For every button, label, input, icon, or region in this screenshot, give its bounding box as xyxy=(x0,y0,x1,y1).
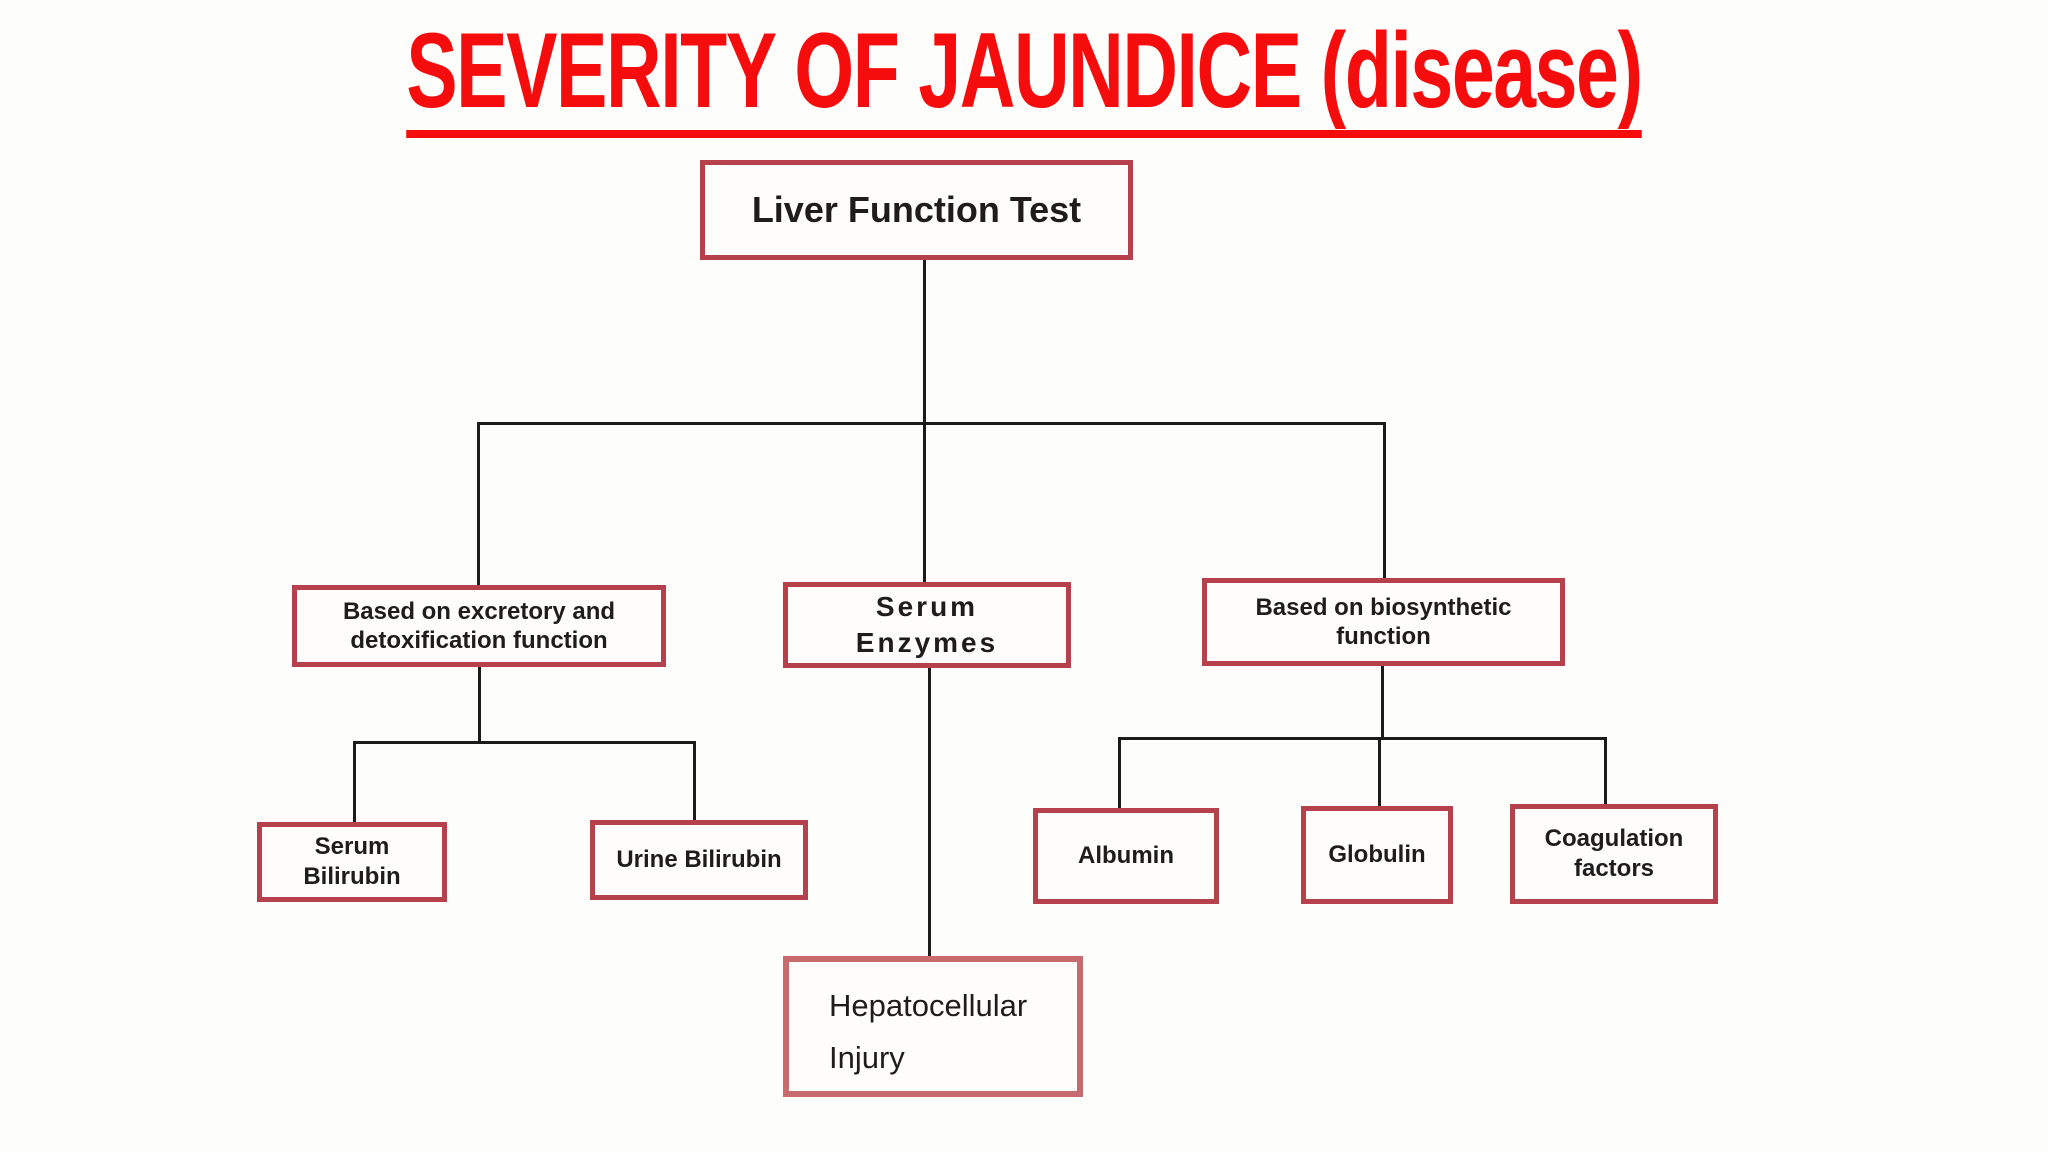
connector-drop-urine-bilirubin xyxy=(693,741,696,822)
node-biosynthetic-line2: function xyxy=(1336,623,1431,650)
node-excretory-line1: Based on excretory and xyxy=(342,598,616,625)
node-biosynthetic-function: Based on biosynthetic function xyxy=(1202,578,1565,666)
connector-biosynthetic-horizontal xyxy=(1118,737,1607,740)
node-hepatocellular-injury: Hepatocellular Injury xyxy=(783,956,1083,1097)
node-urine-bilirubin: Urine Bilirubin xyxy=(590,820,808,900)
node-serum-bilirubin-line2: Bilirubin xyxy=(303,863,401,890)
node-coagulation-line1: Coagulation xyxy=(1544,825,1684,852)
node-urine-bilirubin-label: Urine Bilirubin xyxy=(616,846,782,873)
node-globulin: Globulin xyxy=(1301,806,1453,904)
node-hepatocellular-line2: Injury xyxy=(829,1040,905,1075)
connector-excretory-horizontal xyxy=(353,741,696,744)
node-excretory-function: Based on excretory and detoxification fu… xyxy=(292,585,666,667)
connector-drop-excretory xyxy=(477,422,480,587)
connector-drop-albumin xyxy=(1118,737,1121,810)
node-hepatocellular-line1: Hepatocellular xyxy=(829,988,1028,1023)
node-serum-bilirubin-line1: Serum xyxy=(314,833,390,860)
slide-title: SEVERITY OF JAUNDICE (disease) xyxy=(406,14,1643,139)
node-globulin-label: Globulin xyxy=(1328,841,1426,868)
node-liver-function-test: Liver Function Test xyxy=(700,160,1133,260)
node-coagulation-factors: Coagulation factors xyxy=(1510,804,1718,904)
connector-biosynthetic-stem xyxy=(1381,666,1384,739)
node-serum-enzymes-line1: Serum xyxy=(875,591,979,622)
node-serum-enzymes-line2: Enzymes xyxy=(855,627,999,658)
connector-excretory-stem xyxy=(478,667,481,743)
slide-title-wrap: SEVERITY OF JAUNDICE (disease) xyxy=(0,14,2048,139)
node-serum-enzymes: Serum Enzymes xyxy=(783,582,1071,668)
node-liver-function-test-label: Liver Function Test xyxy=(751,189,1082,230)
connector-main-horizontal xyxy=(477,422,1386,425)
connector-drop-biosynthetic xyxy=(1383,422,1386,580)
node-albumin: Albumin xyxy=(1033,808,1219,904)
connector-drop-coagulation xyxy=(1604,737,1607,806)
connector-serum-enzymes-stem xyxy=(928,667,931,958)
node-serum-bilirubin: Serum Bilirubin xyxy=(257,822,447,902)
node-coagulation-line2: factors xyxy=(1573,855,1655,882)
node-biosynthetic-line1: Based on biosynthetic xyxy=(1255,594,1512,621)
connector-drop-serum-bilirubin xyxy=(353,741,356,824)
node-excretory-line2: detoxification function xyxy=(350,627,608,654)
connector-drop-globulin xyxy=(1378,737,1381,808)
node-albumin-label: Albumin xyxy=(1078,842,1174,869)
